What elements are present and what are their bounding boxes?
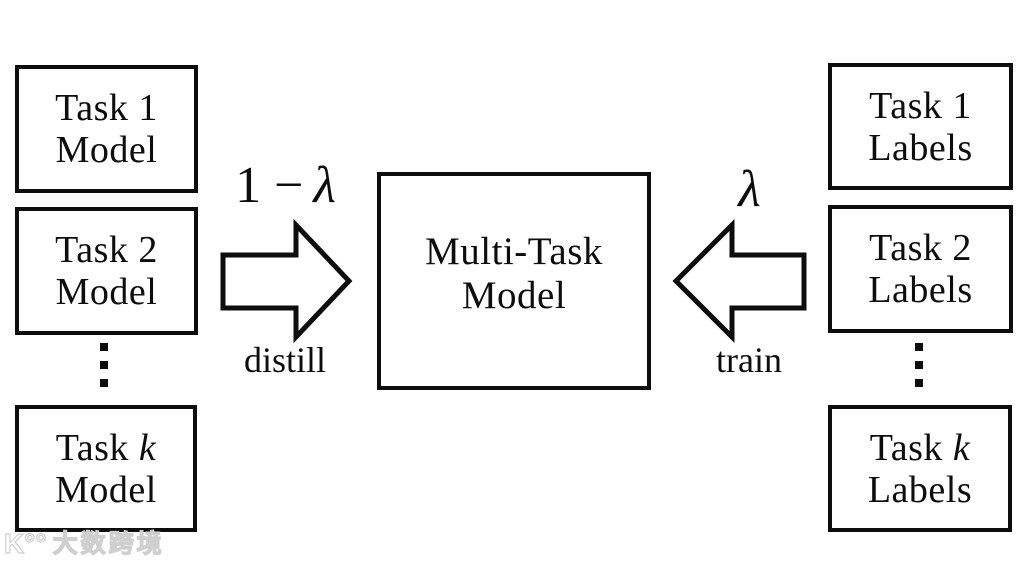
task2-labels-subtitle: Labels xyxy=(868,269,973,311)
train-action-label: train xyxy=(716,340,782,380)
task-word: Task xyxy=(869,426,943,469)
taskk-labels-subtitle: Labels xyxy=(867,468,973,511)
task2-model-subtitle: Model xyxy=(55,271,158,313)
task-index: 2 xyxy=(952,227,972,269)
ellipsis-dot xyxy=(100,379,108,387)
task-index: 2 xyxy=(138,229,158,271)
train-arrow-icon xyxy=(672,218,807,344)
task-word: Task xyxy=(869,227,943,269)
task1-model-subtitle: Model xyxy=(55,129,158,171)
task-word: Task xyxy=(55,87,129,129)
ellipsis-dot xyxy=(100,343,108,351)
task-index: 1 xyxy=(952,84,972,127)
task-index: k xyxy=(138,426,157,469)
weight-coefficient: 1 − xyxy=(235,157,304,214)
watermark: K°° 大数跨境 xyxy=(3,528,165,559)
lambda-symbol: λ xyxy=(313,157,336,214)
task-word: Task xyxy=(55,229,129,271)
watermark-logo-icon: K°° xyxy=(3,528,47,559)
right-ellipsis-dots xyxy=(915,343,923,387)
task-word: Task xyxy=(55,426,129,469)
train-weight-label: λ xyxy=(712,164,787,216)
task-word: Task xyxy=(869,84,943,127)
task1-labels-subtitle: Labels xyxy=(868,126,973,169)
multi-task-model-line1: Multi-Task xyxy=(425,230,603,273)
lambda-symbol: λ xyxy=(738,161,761,218)
multi-task-model-box: Multi-Task Model xyxy=(377,172,651,390)
watermark-text: 大数跨境 xyxy=(52,529,165,558)
taskk-model-subtitle: Model xyxy=(55,468,157,511)
ellipsis-dot xyxy=(915,379,923,387)
ellipsis-dot xyxy=(915,343,923,351)
ellipsis-dot xyxy=(915,361,923,369)
multi-task-model-line2: Model xyxy=(461,274,567,317)
distill-weight-label: 1 −λ xyxy=(213,160,358,212)
distill-arrow-icon xyxy=(220,218,353,344)
task-index: k xyxy=(952,426,971,469)
task-index: 1 xyxy=(138,87,158,129)
distill-action-label: distill xyxy=(243,340,327,380)
ellipsis-dot xyxy=(100,361,108,369)
left-ellipsis-dots xyxy=(100,343,108,387)
